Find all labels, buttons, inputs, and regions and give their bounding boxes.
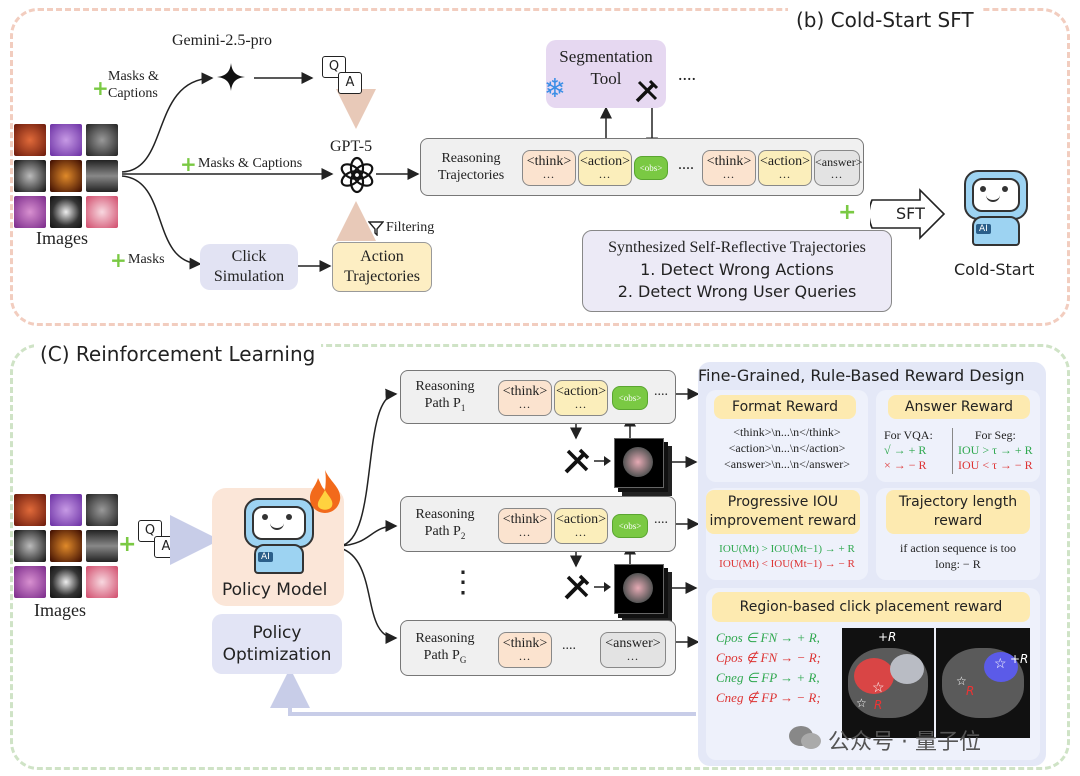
token-ellipsis: .... xyxy=(654,512,668,527)
sft-branch-top: Masks & Captions xyxy=(108,69,159,101)
token-action: <action>... xyxy=(554,380,608,416)
ct-slice-stack xyxy=(614,438,664,488)
gpt-label: GPT-5 xyxy=(330,138,373,155)
token-ellipsis: .... xyxy=(562,638,576,653)
reward-header: Fine-Grained, Rule-Based Reward Design xyxy=(698,366,1025,385)
token-think: <think>... xyxy=(498,508,552,544)
sft-image-grid xyxy=(14,124,122,232)
token-obs: <obs> xyxy=(612,386,648,410)
snowflake-icon: ❄ xyxy=(544,74,566,103)
trajectory-reward-title: Trajectory length reward xyxy=(886,490,1030,534)
token-answer: <answer>... xyxy=(814,150,863,186)
plus-icon: + xyxy=(110,248,127,272)
plus-icon: + xyxy=(92,76,109,100)
plus-icon: + xyxy=(838,200,857,225)
trajectory-reward-text: if action sequence is too long: − R xyxy=(900,541,1016,571)
wechat-icon xyxy=(789,726,821,749)
iou-reward-title: Progressive IOU improvement reward xyxy=(706,490,860,534)
sft-arrow-shape xyxy=(870,188,946,240)
token-ellipsis: .... xyxy=(654,384,668,399)
token-think: <think>... xyxy=(498,380,552,416)
rl-image-grid xyxy=(14,494,122,602)
filtering-label: Filtering xyxy=(386,220,435,235)
plus-icon: + xyxy=(118,532,137,557)
ct-slice-stack xyxy=(614,564,664,614)
arrow-right-icon xyxy=(594,456,611,466)
rl-images-label: Images xyxy=(34,600,86,620)
format-reward-title: Format Reward xyxy=(714,395,856,419)
token-think: <think>... xyxy=(498,632,552,668)
tools-icon xyxy=(635,79,659,103)
arrow-right-icon xyxy=(594,582,611,592)
vertical-dots: ⋮ xyxy=(448,566,478,599)
self-reflective-box: Synthesized Self-Reflective Trajectories… xyxy=(582,230,892,312)
seg-more: .... xyxy=(678,64,696,84)
watermark-text: 公众号 · 量子位 xyxy=(828,730,981,755)
sft-title: (b) Cold-Start SFT xyxy=(788,8,982,32)
region-reward-title: Region-based click placement reward xyxy=(712,592,1030,622)
token-obs: <obs> xyxy=(634,156,668,180)
region-reward-lines: Cpos ∈ FN → + R, Cpos ∉ FN → − R; Cneg ∈… xyxy=(716,630,821,705)
token-think: <think>... xyxy=(522,150,576,186)
sft-arrows xyxy=(121,72,658,272)
sft-arrow-label: SFT xyxy=(896,204,925,223)
ct-image-right: ☆ ☆ +R R xyxy=(936,628,1030,738)
plus-icon: + xyxy=(180,152,197,176)
click-simulation-box: Click Simulation xyxy=(200,244,298,290)
reasoning-path-2-label: Reasoning Path P2 xyxy=(415,507,475,541)
filter-icon xyxy=(368,221,384,236)
answer-vqa: For VQA: √ → + R × → − R xyxy=(884,428,933,472)
token-obs: <obs> xyxy=(612,514,648,538)
qa-icon: Q A xyxy=(322,56,368,96)
rl-arrows xyxy=(170,388,700,716)
reasoning-path-g-label: Reasoning Path PG xyxy=(415,631,475,665)
sft-branch-bottom: Masks xyxy=(128,252,165,267)
reasoning-trajectories-label: Reasoning Trajectories xyxy=(437,151,505,183)
gemini-star-icon xyxy=(217,63,245,91)
segmentation-tool-box: Segmentation Tool xyxy=(546,40,666,108)
robot-icon: AI xyxy=(238,494,318,574)
fire-icon xyxy=(310,470,341,513)
token-answer: <answer>... xyxy=(600,632,666,668)
token-ellipsis: .... xyxy=(678,156,694,173)
token-action: <action>... xyxy=(554,508,608,544)
reasoning-path-1-label: Reasoning Path P1 xyxy=(415,379,475,413)
sft-images-label: Images xyxy=(36,228,88,248)
rl-title: (C) Reinforcement Learning xyxy=(34,342,322,366)
format-reward-lines: <think>\n...\n</think><action>\n...\n</a… xyxy=(723,425,851,471)
sft-branch-mid: Masks & Captions xyxy=(198,156,303,171)
policy-model-label: Policy Model xyxy=(222,580,328,600)
tools-icon xyxy=(564,448,590,474)
rl-panel xyxy=(10,344,1070,770)
token-action: <action>... xyxy=(758,150,812,186)
sft-panel xyxy=(10,8,1070,326)
cold-start-label: Cold-Start xyxy=(954,260,1035,279)
answer-reward-title: Answer Reward xyxy=(888,395,1030,419)
policy-optimization-box: Policy Optimization xyxy=(212,614,342,674)
ct-image-left: ☆ ☆ +R R xyxy=(842,628,934,738)
answer-divider xyxy=(952,428,953,474)
openai-icon xyxy=(340,156,374,194)
robot-icon: AI xyxy=(958,168,1030,250)
token-action: <action>... xyxy=(578,150,632,186)
token-think: <think>... xyxy=(702,150,756,186)
gemini-label: Gemini-2.5-pro xyxy=(172,32,272,49)
tools-icon xyxy=(564,574,590,600)
answer-seg: For Seg: IOU > τ → + R IOU < τ → − R xyxy=(958,428,1033,472)
action-trajectories-box: Action Trajectories xyxy=(332,242,432,292)
